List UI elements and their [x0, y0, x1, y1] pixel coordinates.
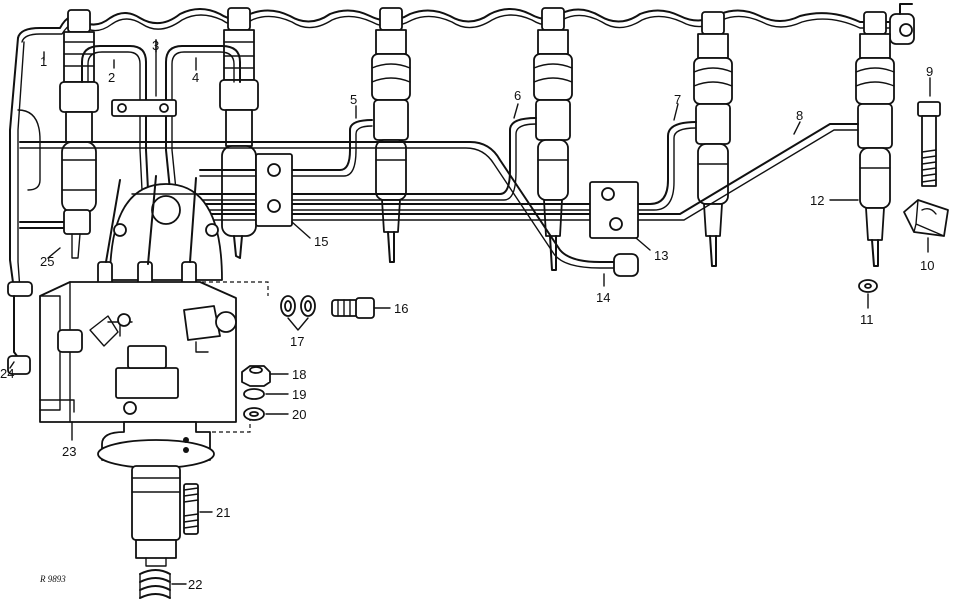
capscrew-9 [917, 101, 941, 187]
return-line-left-loop [17, 109, 41, 191]
callout-15: 15 [314, 234, 328, 249]
injection-pump [7, 175, 237, 567]
seal-washer-11-hole [864, 283, 872, 289]
injection-line-4 [165, 45, 241, 231]
callout-19: 19 [292, 387, 306, 402]
callout-labels: 1 2 3 4 5 6 7 8 9 10 11 12 13 14 15 16 1… [0, 38, 934, 592]
callout-1: 1 [40, 54, 47, 69]
injection-line-2-inner [87, 51, 145, 231]
injector-4 [533, 7, 573, 271]
callout-7: 7 [674, 92, 681, 107]
clamp-15-bolt-bottom [267, 199, 281, 213]
callout-23: 23 [62, 444, 76, 459]
injection-line-5 [199, 119, 373, 171]
injection-line-7-inner [199, 127, 697, 211]
callout-14: 14 [596, 290, 610, 305]
callout-9: 9 [926, 64, 933, 79]
clamp-bolt [117, 103, 127, 113]
washer-17-b-hole [304, 300, 312, 312]
injector-1 [59, 9, 99, 213]
callout-10: 10 [920, 258, 934, 273]
injection-line-7 [199, 121, 697, 205]
leader-lines [9, 39, 931, 585]
injector-6 [855, 11, 895, 267]
feed-line-25 [19, 221, 71, 229]
injection-line-5-inner [199, 125, 373, 177]
line-clamp-15 [255, 153, 293, 227]
callout-4: 4 [192, 70, 199, 85]
upper-line-clamp [111, 99, 177, 117]
callout-18: 18 [292, 367, 306, 382]
callout-20: 20 [292, 407, 306, 422]
clamp-plate-10 [903, 199, 949, 237]
callout-2: 2 [108, 70, 115, 85]
clamp-13-bolt-top [601, 187, 615, 201]
injection-line-6-inner [199, 123, 537, 201]
callout-5: 5 [350, 92, 357, 107]
fuel-line-upper-cross-inner [19, 147, 621, 269]
pump-fitting-dash [202, 281, 269, 296]
callout-12: 12 [810, 193, 824, 208]
feed-line-fitting-25 [63, 209, 91, 235]
figure-reference: R 9893 [39, 574, 66, 584]
pump-flange-dash [212, 420, 251, 433]
line-14-end-fitting [613, 253, 639, 277]
washer-17-leader [287, 317, 309, 331]
fuel-line-upper-cross [19, 141, 621, 263]
return-line-left-down [9, 37, 19, 291]
washer-17-a-hole [284, 300, 292, 312]
callout-6: 6 [514, 88, 521, 103]
fitting-25-stem [71, 233, 81, 259]
callout-24: 24 [0, 366, 14, 381]
nut-18-bore [249, 366, 263, 374]
clamp-bolt [159, 103, 169, 113]
callout-21: 21 [216, 505, 230, 520]
spring-22 [139, 569, 171, 599]
injection-line-8 [199, 123, 859, 215]
washer-20-hole [249, 411, 259, 417]
injection-line-2 [81, 45, 151, 231]
injector-3 [371, 7, 411, 263]
lock-washer-19 [243, 388, 265, 400]
injector-5 [693, 11, 733, 267]
injection-line-6 [199, 117, 537, 195]
return-line-elbow [899, 3, 913, 15]
callout-3: 3 [152, 38, 159, 53]
return-line-left-down-inner [17, 41, 25, 291]
clamp-15-bolt-top [267, 163, 281, 177]
injection-line-8-inner [199, 129, 859, 221]
callout-11: 11 [860, 312, 874, 327]
banjo-bolt-16 [331, 297, 375, 319]
callout-25: 25 [40, 254, 54, 269]
callout-8: 8 [796, 108, 803, 123]
stud-21 [183, 483, 199, 535]
clamp-13-bolt-bottom [609, 217, 623, 231]
callout-22: 22 [188, 577, 202, 592]
leak-off-return-line [17, 8, 896, 39]
return-line-banjo-bolt [899, 23, 913, 37]
callout-17: 17 [290, 334, 304, 349]
callout-16: 16 [394, 301, 408, 316]
injection-line-4-inner [171, 51, 235, 231]
leak-off-return-line-inner [21, 14, 896, 43]
callout-13: 13 [654, 248, 668, 263]
nut-18 [241, 365, 271, 387]
